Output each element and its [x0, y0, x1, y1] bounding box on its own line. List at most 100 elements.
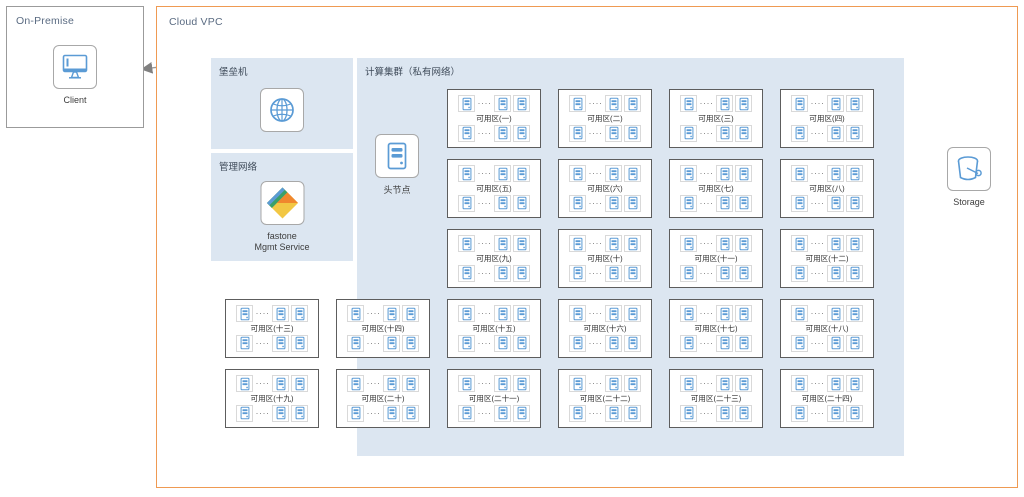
client-node[interactable]: Client: [53, 45, 97, 106]
availability-zone-label: 可用区(二十三): [690, 393, 742, 403]
server-row: ····: [569, 193, 641, 213]
server-row: ····: [791, 193, 863, 213]
server-icon: [569, 235, 586, 253]
server-row: ····: [680, 374, 752, 394]
server-icon: [494, 235, 511, 253]
head-node-label: 头节点: [383, 185, 411, 195]
server-icon: [846, 235, 863, 253]
server-row: ····: [458, 94, 530, 114]
server-icon: [680, 235, 697, 253]
availability-zone-cell[interactable]: ····可用区(五)····: [447, 159, 541, 218]
server-icon: [846, 264, 863, 282]
ellipsis-dots: ····: [255, 407, 270, 418]
availability-zone-cell[interactable]: ····可用区(二)····: [558, 89, 652, 148]
availability-zone-label: 可用区(五): [476, 183, 512, 193]
server-row: ····: [569, 333, 641, 353]
availability-zone-cell[interactable]: ····可用区(十九)····: [225, 369, 319, 428]
server-icon: [680, 305, 697, 323]
availability-zone-cell[interactable]: ····可用区(四)····: [780, 89, 874, 148]
server-icon: [716, 404, 733, 422]
server-icon: [236, 305, 253, 323]
server-row: ····: [569, 123, 641, 143]
server-icon: [458, 235, 475, 253]
server-row: ····: [569, 263, 641, 283]
availability-zone-cell[interactable]: ····可用区(十一)····: [669, 229, 763, 288]
server-icon: [494, 264, 511, 282]
ellipsis-dots: ····: [699, 308, 714, 319]
availability-zone-cell[interactable]: ····可用区(十四)····: [336, 299, 430, 358]
storage-node[interactable]: Storage: [947, 147, 991, 208]
availability-zone-cell[interactable]: ····可用区(二十四)····: [780, 369, 874, 428]
server-icon: [827, 165, 844, 183]
availability-zone-cell[interactable]: ····可用区(十五)····: [447, 299, 541, 358]
server-icon: [624, 264, 641, 282]
server-row: ····: [680, 403, 752, 423]
availability-zone-label: 可用区(九): [476, 253, 512, 263]
ellipsis-dots: ····: [477, 267, 492, 278]
availability-zone-cell[interactable]: ····可用区(一)····: [447, 89, 541, 148]
server-icon: [680, 264, 697, 282]
bastion-node[interactable]: [260, 88, 304, 132]
availability-zone-label: 可用区(六): [587, 183, 623, 193]
compute-cluster-panel-title: 计算集群（私有网络）: [365, 67, 461, 78]
bastion-panel-title: 堡垒机: [219, 67, 248, 78]
availability-zone-cell[interactable]: ····可用区(二十一)····: [447, 369, 541, 428]
server-icon: [513, 334, 530, 352]
availability-zone-cell[interactable]: ····可用区(七)····: [669, 159, 763, 218]
server-row: ····: [458, 123, 530, 143]
server-icon: [375, 134, 419, 178]
server-icon: [458, 305, 475, 323]
availability-zone-cell[interactable]: ····可用区(十八)····: [780, 299, 874, 358]
availability-zone-cell[interactable]: ····可用区(十三)····: [225, 299, 319, 358]
on-premise-box: On-Premise Client: [6, 6, 144, 128]
availability-zone-label: 可用区(十九): [250, 393, 294, 403]
server-icon: [347, 334, 364, 352]
server-icon: [605, 334, 622, 352]
ellipsis-dots: ····: [366, 407, 381, 418]
globe-icon: [260, 88, 304, 132]
ellipsis-dots: ····: [699, 407, 714, 418]
ellipsis-dots: ····: [699, 378, 714, 389]
ellipsis-dots: ····: [699, 337, 714, 348]
availability-zone-label: 可用区(十四): [361, 323, 405, 333]
availability-zone-cell[interactable]: ····可用区(二十)····: [336, 369, 430, 428]
head-node[interactable]: 头节点: [375, 134, 419, 196]
ellipsis-dots: ····: [477, 238, 492, 249]
server-icon: [735, 375, 752, 393]
ellipsis-dots: ····: [810, 308, 825, 319]
availability-zone-cell[interactable]: ···· 可用区(九) ····: [447, 229, 541, 288]
server-icon: [846, 305, 863, 323]
availability-zone-cell[interactable]: ···· 可用区(二十三) ····: [669, 369, 763, 428]
availability-zone-cell[interactable]: ····可用区(十六)····: [558, 299, 652, 358]
availability-zone-cell[interactable]: ····可用区(十二)····: [780, 229, 874, 288]
availability-zone-cell[interactable]: ····可用区(二十二)····: [558, 369, 652, 428]
availability-zone-label: 可用区(一): [476, 113, 512, 123]
server-icon: [605, 264, 622, 282]
server-icon: [236, 375, 253, 393]
server-icon: [402, 375, 419, 393]
server-icon: [846, 124, 863, 142]
availability-zone-cell[interactable]: ····可用区(八)····: [780, 159, 874, 218]
availability-zone-cell[interactable]: ····可用区(三)····: [669, 89, 763, 148]
server-icon: [624, 95, 641, 113]
server-icon: [680, 334, 697, 352]
availability-zone-label: 可用区(八): [809, 183, 845, 193]
availability-zone-cell[interactable]: ····可用区(十)····: [558, 229, 652, 288]
server-icon: [569, 305, 586, 323]
availability-zone-cell[interactable]: ····可用区(六)····: [558, 159, 652, 218]
server-icon: [569, 375, 586, 393]
ellipsis-dots: ····: [588, 308, 603, 319]
availability-zone-label: 可用区(十一): [694, 253, 738, 263]
server-icon: [272, 404, 289, 422]
server-icon: [605, 194, 622, 212]
ellipsis-dots: ····: [699, 238, 714, 249]
server-icon: [383, 404, 400, 422]
server-row: ····: [569, 304, 641, 324]
server-icon: [605, 404, 622, 422]
on-premise-title: On-Premise: [16, 15, 75, 27]
availability-zone-label: 可用区(十三): [250, 323, 294, 333]
availability-zone-label: 可用区(十): [587, 253, 623, 263]
availability-zone-cell[interactable]: ····可用区(十七)····: [669, 299, 763, 358]
fastone-mgmt-service-node[interactable]: fastone Mgmt Service: [254, 181, 310, 254]
